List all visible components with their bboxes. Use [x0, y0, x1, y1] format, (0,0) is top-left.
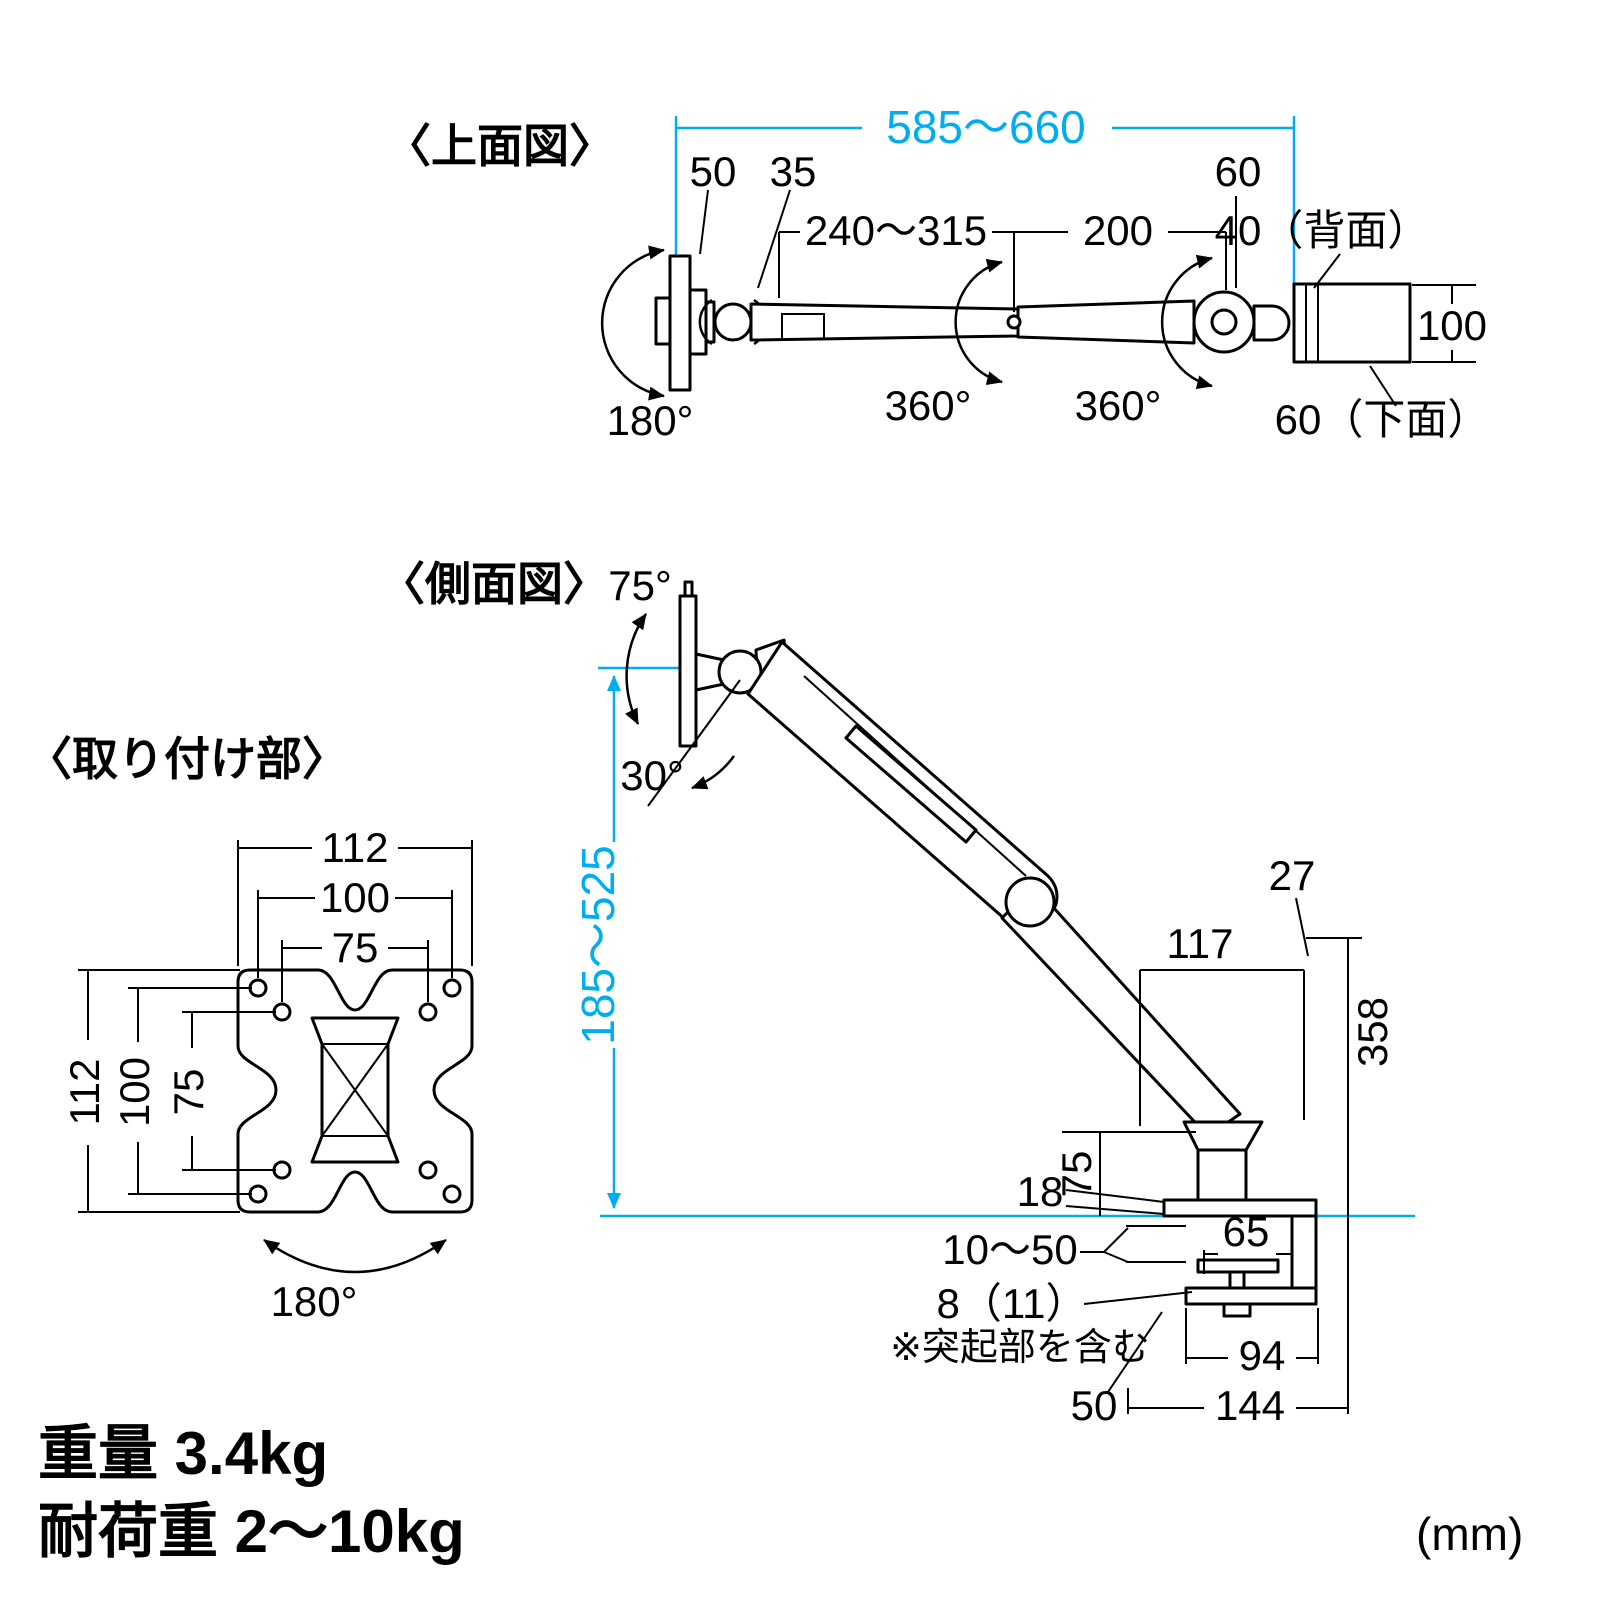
load-capacity-label: 耐荷重 2〜10kg [38, 1498, 465, 1565]
dim-10-50-label: 10〜50 [942, 1226, 1077, 1273]
mid-pivot-top [1006, 314, 1022, 330]
pole [1196, 1148, 1248, 1202]
vesa-hole [248, 978, 268, 998]
vesa-hole [418, 1002, 438, 1022]
clamp-foot [1162, 1198, 1318, 1218]
dim-27-label: 27 [1269, 852, 1316, 899]
arm-slot [844, 724, 978, 844]
side-view-title: 〈側面図〉 [379, 558, 609, 610]
dim-65-label: 65 [1223, 1208, 1270, 1255]
arm-segment1-top [749, 302, 1020, 342]
side-view-height-dimension: 185〜525 [572, 666, 1415, 1218]
vesa-hole [272, 1160, 292, 1180]
dim-60-bottom-label: 60（下面） [1275, 396, 1490, 443]
unit-label: (mm) [1416, 1508, 1523, 1560]
dim-358-label: 358 [1349, 997, 1396, 1067]
rotation-360-arc-b [1160, 254, 1213, 390]
elbow-joint [1004, 876, 1056, 928]
vesa-hole [442, 978, 462, 998]
weight-label: 重量 3.4kg [38, 1420, 328, 1487]
top-view-dim-lines [699, 189, 1476, 407]
dim-40-back-label: 40（背面） [1215, 207, 1430, 254]
protrusion-note: ※突起部を含む [890, 1327, 1150, 1369]
mount-h75-label: 75 [165, 1069, 212, 1116]
mount-w112-label: 112 [322, 824, 389, 871]
tilt-30-arc [691, 755, 736, 790]
vesa-hole [272, 1002, 292, 1022]
vesa-hole [418, 1160, 438, 1180]
side-view: 〈側面図〉 75° 185〜525 [379, 558, 1415, 1429]
top-view-title: 〈上面図〉 [385, 120, 615, 172]
vesa-plate-top [668, 254, 692, 392]
mount-drawing [236, 968, 474, 1214]
rotation-180-arc [600, 245, 665, 401]
clamp-knob [1222, 1302, 1252, 1318]
dim-50-label: 50 [690, 148, 737, 195]
height-range-label: 185〜525 [572, 845, 624, 1045]
dim-144-label: 144 [1215, 1382, 1285, 1429]
dim-18-label: 18 [1017, 1168, 1064, 1215]
dim-94-label: 94 [1239, 1332, 1286, 1379]
bracket-window [321, 1043, 389, 1137]
top-view-reach-dimension: 585〜660 [674, 101, 1296, 284]
joint1-top [713, 302, 753, 342]
arm-tip-top [1252, 304, 1291, 342]
dim-8-11-label: 8（11） [937, 1280, 1088, 1327]
clamp-screw [1228, 1270, 1246, 1290]
rotation-360a-label: 360° [885, 382, 972, 429]
dim-50-side-label: 50 [1071, 1382, 1118, 1429]
mount-view-title: 〈取り付け部〉 [26, 733, 348, 785]
tilt-75-label: 75° [608, 562, 672, 609]
dim-117-label: 117 [1167, 920, 1234, 967]
mount-h112-label: 112 [61, 1059, 108, 1126]
dim-100-label: 100 [1417, 302, 1487, 349]
mount-view: 〈取り付け部〉 [26, 733, 474, 1325]
arm-segment2-top [1016, 299, 1196, 345]
mount-h100-label: 100 [111, 1057, 158, 1127]
head-bracket-top [688, 288, 708, 356]
top-view-drawing [654, 254, 1412, 392]
side-view-dim-lines [1062, 897, 1362, 1414]
dim-35-label: 35 [770, 148, 817, 195]
wall-hook-top [654, 296, 672, 346]
clamp-pad [1196, 1258, 1280, 1274]
joint2-axis [1210, 308, 1238, 336]
vesa-hole [248, 1184, 268, 1204]
reach-range-label: 585〜660 [886, 101, 1086, 153]
dim-200-label: 200 [1083, 207, 1153, 254]
mount-w100-label: 100 [320, 874, 390, 921]
mount-dim-lines [78, 840, 473, 1213]
arm-tab-detail [781, 313, 825, 340]
head-bracket-inner [704, 300, 716, 344]
plate-screw [683, 580, 694, 598]
side-view-drawing [678, 580, 1318, 1318]
clamp-top-view [1292, 282, 1412, 364]
mount-rotation-label: 180° [271, 1278, 358, 1325]
rotation-360-arc-a [954, 259, 1003, 385]
dim-240-315-label: 240〜315 [805, 207, 987, 254]
vesa-hole [442, 1184, 462, 1204]
mount-rotation-arc [263, 1238, 447, 1274]
top-view-rotation-arcs [600, 245, 1213, 401]
joint1-arc-left [698, 298, 713, 346]
rotation-180-label: 180° [607, 397, 694, 444]
dim-60-top-label: 60 [1215, 148, 1262, 195]
tilt-30-line [647, 679, 741, 807]
vesa-plate-side [678, 594, 698, 748]
tilt-30-label: 30° [620, 752, 684, 799]
mount-w75-label: 75 [332, 924, 379, 971]
bracket-cross-2 [321, 1043, 389, 1137]
clamp-bottom-arm [1184, 1286, 1318, 1306]
dim-75-side-label: 75 [1053, 1151, 1100, 1198]
top-view: 〈上面図〉 585〜660 [385, 101, 1489, 444]
pole-cap [1182, 1120, 1264, 1152]
tilt-75-arc [625, 613, 648, 725]
rotation-360b-label: 360° [1075, 382, 1162, 429]
footer: 重量 3.4kg 耐荷重 2〜10kg (mm) [38, 1420, 1523, 1565]
